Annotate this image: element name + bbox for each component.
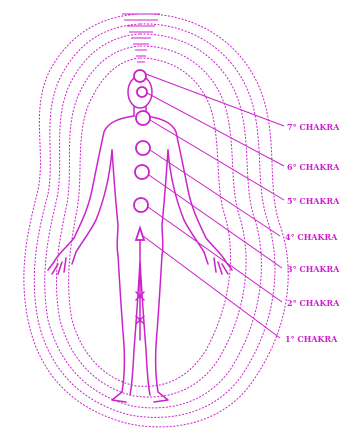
chakra-2-point (134, 198, 148, 212)
chakra-1-point (136, 228, 144, 240)
chakra-3-point (135, 165, 149, 179)
pointer-chakra-4 (150, 150, 280, 236)
chakra-4-point (136, 141, 150, 155)
chakra-5-point (136, 111, 150, 125)
chakra-2-label: 2° CHAKRA (287, 298, 340, 308)
pointer-chakra-7 (146, 74, 284, 126)
chakra-1-label: 1° CHAKRA (285, 334, 338, 344)
aura-layer-2 (34, 24, 275, 418)
aura-layer-5 (69, 58, 231, 386)
chakra-labels: 7° CHAKRA 6° CHAKRA 5° CHAKRA 4° CHAKRA … (285, 122, 340, 344)
chakra-6-label: 6° CHAKRA (287, 162, 340, 172)
chakra-5-label: 5° CHAKRA (287, 196, 340, 206)
chakra-points (134, 70, 150, 240)
aura-layer-3 (45, 34, 262, 408)
chakra-7-point (134, 70, 146, 82)
central-energy-channel (136, 240, 144, 340)
chakra-6-point (137, 87, 147, 97)
pointer-chakra-5 (150, 120, 284, 200)
pointer-chakra-1 (143, 236, 280, 338)
figure-left-hand (48, 252, 76, 274)
chakra-3-label: 3° CHAKRA (287, 264, 340, 274)
crown-beam (122, 14, 160, 62)
chakra-7-label: 7° CHAKRA (287, 122, 340, 132)
chakra-4-label: 4° CHAKRA (285, 232, 338, 242)
